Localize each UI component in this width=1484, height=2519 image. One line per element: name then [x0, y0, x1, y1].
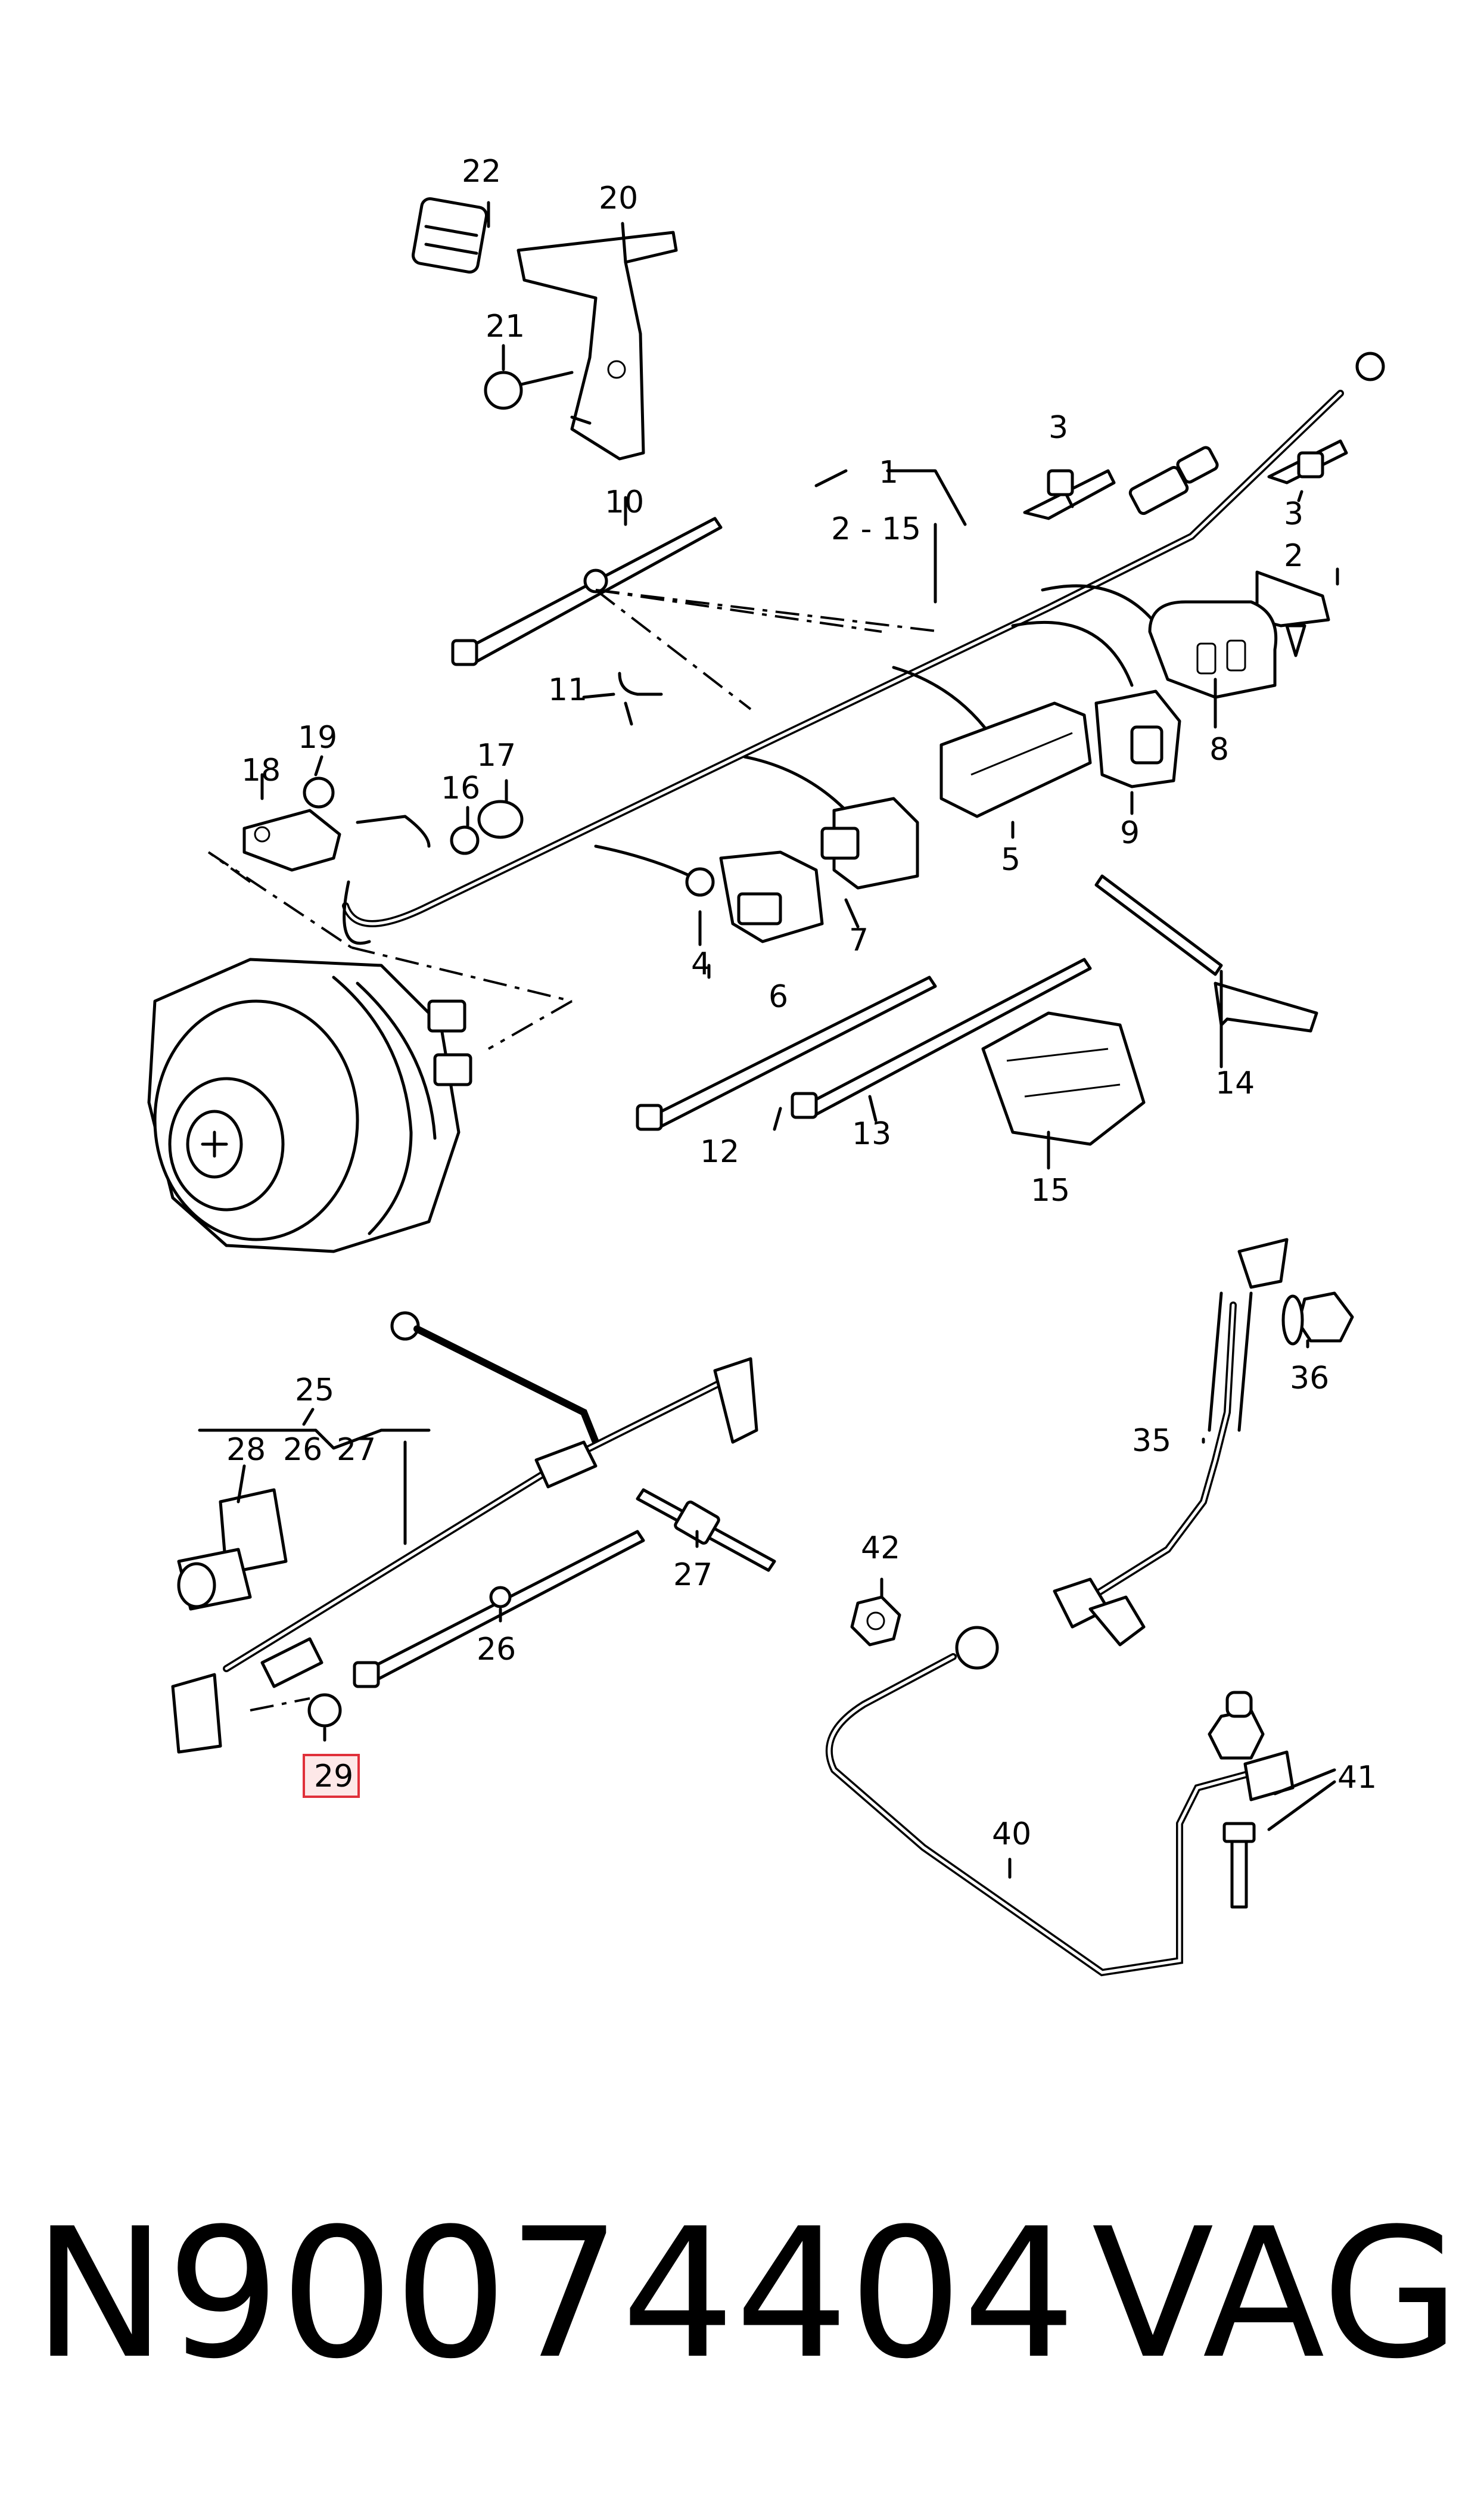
- alternator: [147, 958, 472, 1253]
- label-29-highlight: [303, 1754, 360, 1798]
- label-40: 40: [992, 1816, 1031, 1852]
- label-11: 11: [548, 672, 587, 708]
- bracket-15: [981, 1011, 1146, 1146]
- ground-cable-35: [1053, 1238, 1289, 1647]
- label-9: 9: [1120, 815, 1140, 851]
- nut-19: [303, 776, 335, 809]
- label-3-right: 3: [1284, 496, 1303, 532]
- cable-tie-12: [636, 976, 937, 1131]
- label-35: 35: [1132, 1423, 1171, 1459]
- label-29: 29: [314, 1759, 353, 1794]
- bolts-41: [1208, 1691, 1265, 1909]
- label-1: 1: [879, 455, 898, 490]
- label-7: 7: [849, 923, 869, 958]
- ground-cable-40: [825, 1626, 1295, 1977]
- label-36: 36: [1290, 1361, 1329, 1396]
- label-41: 41: [1337, 1760, 1377, 1796]
- nut-42: [850, 1595, 901, 1647]
- nut-29: [307, 1693, 342, 1728]
- leader-lines-lower: [250, 1697, 310, 1712]
- label-8: 8: [1209, 732, 1229, 768]
- washer-16: [450, 825, 480, 855]
- label-26-group: 26: [283, 1432, 322, 1468]
- bracket-assembly: [412, 197, 678, 461]
- label-3-top: 3: [1049, 410, 1068, 446]
- label-15: 15: [1031, 1173, 1070, 1209]
- cable-tie-10: [451, 517, 723, 666]
- bolt-36: [1281, 1291, 1354, 1346]
- cable-tie-26: [353, 1530, 645, 1688]
- label-21: 21: [486, 309, 525, 344]
- part-number: N90074404: [33, 2190, 1077, 2398]
- connector-6: [685, 850, 824, 943]
- label-14: 14: [1215, 1066, 1255, 1101]
- clip-11: [618, 672, 663, 726]
- label-27: 27: [673, 1557, 713, 1593]
- callout-lines: [198, 201, 1339, 1879]
- label-25: 25: [295, 1372, 334, 1408]
- label-20: 20: [599, 181, 638, 216]
- leader-lines-upper: [207, 589, 942, 1050]
- brand-name: VAG: [1091, 2190, 1460, 2398]
- label-42: 42: [861, 1530, 900, 1566]
- label-17: 17: [477, 738, 516, 774]
- label-10: 10: [605, 484, 644, 520]
- clip-3-left: [1023, 469, 1116, 520]
- label-5: 5: [1001, 842, 1021, 878]
- label-6: 6: [769, 979, 788, 1015]
- bracket-18: [242, 809, 431, 945]
- connector-7: [820, 797, 919, 890]
- connector-9: [1094, 689, 1181, 788]
- cable-tie-13: [791, 958, 1092, 1119]
- label-26: 26: [477, 1632, 516, 1667]
- clip-3-right: [1267, 439, 1348, 484]
- parts-diagram: 1 2 - 15 2 3 3 4 5 6 7 8 9 10 11 12 13 1…: [147, 154, 1385, 1977]
- label-2: 2: [1284, 538, 1303, 574]
- connector-5: [939, 701, 1092, 818]
- grommet-17: [477, 800, 524, 839]
- label-19: 19: [298, 720, 337, 756]
- label-16: 16: [441, 771, 480, 806]
- label-18: 18: [241, 753, 281, 788]
- cable-tie-14: [1094, 874, 1318, 1033]
- label-22: 22: [462, 154, 501, 190]
- label-13: 13: [852, 1116, 891, 1152]
- label-12: 12: [700, 1134, 739, 1170]
- label-2-15: 2 - 15: [831, 511, 921, 547]
- label-28: 28: [226, 1432, 266, 1468]
- battery-cable-25: [171, 1311, 758, 1754]
- terminal-28: [177, 1488, 288, 1611]
- label-27-group: 27: [337, 1432, 376, 1468]
- connector-8: [1148, 600, 1278, 699]
- cable-tie-27: [636, 1488, 776, 1572]
- label-4: 4: [691, 946, 711, 982]
